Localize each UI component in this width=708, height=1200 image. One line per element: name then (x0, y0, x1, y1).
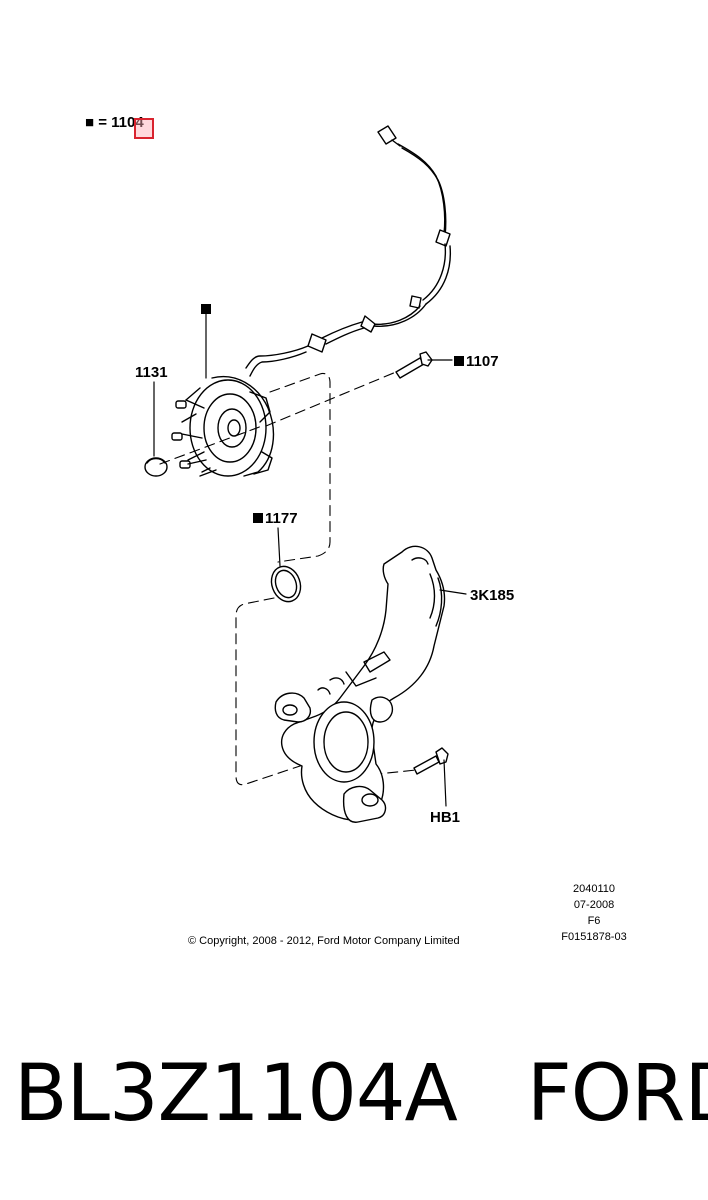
meta-line: F0151878-03 (561, 931, 627, 943)
dust-cap (144, 457, 168, 477)
square-marker-icon (201, 304, 211, 315)
o-ring (270, 565, 302, 603)
callout-1107: 1107 (454, 354, 499, 369)
brand-name: FORD (526, 1049, 708, 1139)
callout-1131: 1131 (135, 364, 168, 381)
meta-line: 07-2008 (573, 899, 615, 911)
meta-line: 2040110 (572, 883, 615, 895)
part-caption: BL3Z1104A FORD (14, 1049, 708, 1139)
legend-symbol: ■ (85, 114, 95, 131)
callout-1177-text: 1177 (265, 510, 298, 527)
copyright-text: © Copyright, 2008 - 2012, Ford Motor Com… (188, 935, 460, 947)
steering-knuckle (274, 545, 446, 823)
square-marker-icon (253, 513, 263, 524)
mounting-bolt (395, 351, 433, 379)
callout-hb1: HB1 (430, 809, 461, 826)
highlight-box (134, 118, 154, 139)
meta-line: F6 (587, 915, 601, 927)
callout-3k185: 3K185 (470, 587, 515, 604)
sensor-harness (245, 125, 452, 377)
drawing-meta: 2040110 07-2008 F6 F0151878-03 (552, 881, 636, 945)
legend: ■ = 1104 (85, 115, 144, 130)
knuckle-bolt (413, 747, 449, 775)
callout-1107-text: 1107 (466, 353, 499, 370)
callout-1177: 1177 (253, 511, 298, 526)
callout-hub-marker (201, 302, 213, 317)
part-number: BL3Z1104A (14, 1049, 458, 1139)
legend-text: = 1104 (98, 114, 144, 131)
square-marker-icon (454, 356, 464, 367)
wheel-hub (171, 376, 275, 477)
